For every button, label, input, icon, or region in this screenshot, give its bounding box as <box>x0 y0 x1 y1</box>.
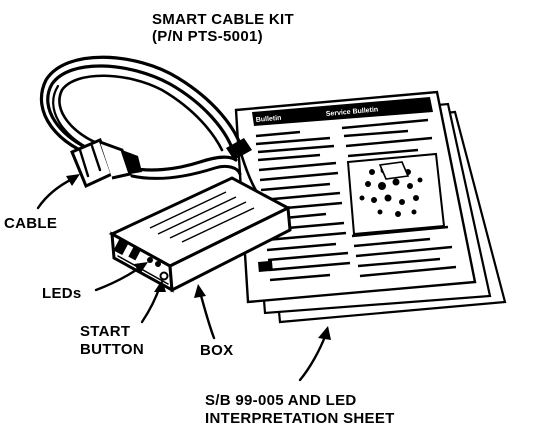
pointer-lines <box>36 174 331 382</box>
document-header-bar <box>252 97 433 126</box>
label-sheet-line-2: INTERPRETATION SHEET <box>205 410 395 427</box>
cable-ferrite <box>226 138 252 160</box>
led-1 <box>147 257 153 263</box>
label-start-line-1: START <box>80 323 130 340</box>
label-leds: LEDs <box>42 285 82 302</box>
cable-strain-relief <box>122 150 142 174</box>
document-left-text <box>255 130 351 282</box>
label-cable: CABLE <box>4 215 57 232</box>
document-right-text <box>341 118 457 278</box>
box-port-2 <box>128 245 142 261</box>
document-left-box <box>257 260 273 272</box>
document-figure-highlight <box>378 161 410 180</box>
document-header-text-1: Bulletin <box>256 115 282 124</box>
title-line-1: SMART CABLE KIT <box>152 11 294 28</box>
document-header-text-2: Service Bulletin <box>326 106 379 118</box>
label-sheet-line-1: S/B 99-005 AND LED <box>205 392 357 409</box>
start-button <box>159 271 169 281</box>
title-line-2: (P/N PTS-5001) <box>152 28 263 45</box>
box-port <box>113 238 129 256</box>
label-start-line-2: BUTTON <box>80 341 144 358</box>
box-label-text <box>149 191 255 243</box>
box-side <box>168 205 292 293</box>
smart-cable-box <box>108 176 292 293</box>
led-2 <box>155 261 161 267</box>
document-stack: Bulletin Service Bulletin <box>234 90 507 324</box>
label-box: BOX <box>200 342 233 359</box>
